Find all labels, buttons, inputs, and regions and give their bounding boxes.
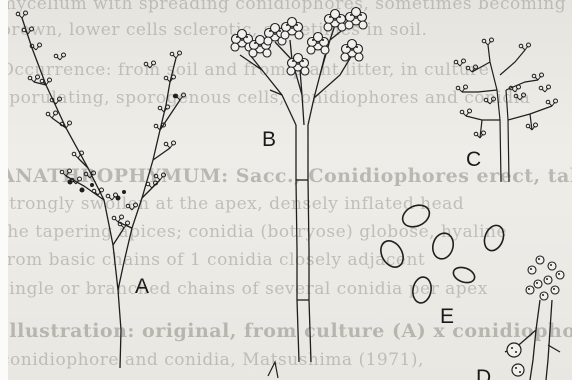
panel-d-heads: [507, 256, 564, 376]
panel-label-a: A: [135, 275, 149, 299]
panel-label-e: E: [440, 305, 454, 329]
panel-a-spore-clusters: [16, 11, 185, 228]
panel-e-conidia: [376, 201, 507, 304]
panel-b-base-mark: [268, 362, 278, 378]
scan-edge: [0, 0, 8, 380]
panel-label-c: C: [466, 148, 481, 172]
panel-label-b: B: [262, 128, 276, 152]
panel-a-conidiophore: [22, 18, 180, 368]
panel-label-d: D: [476, 366, 491, 380]
panel-c-spores: [454, 38, 557, 138]
